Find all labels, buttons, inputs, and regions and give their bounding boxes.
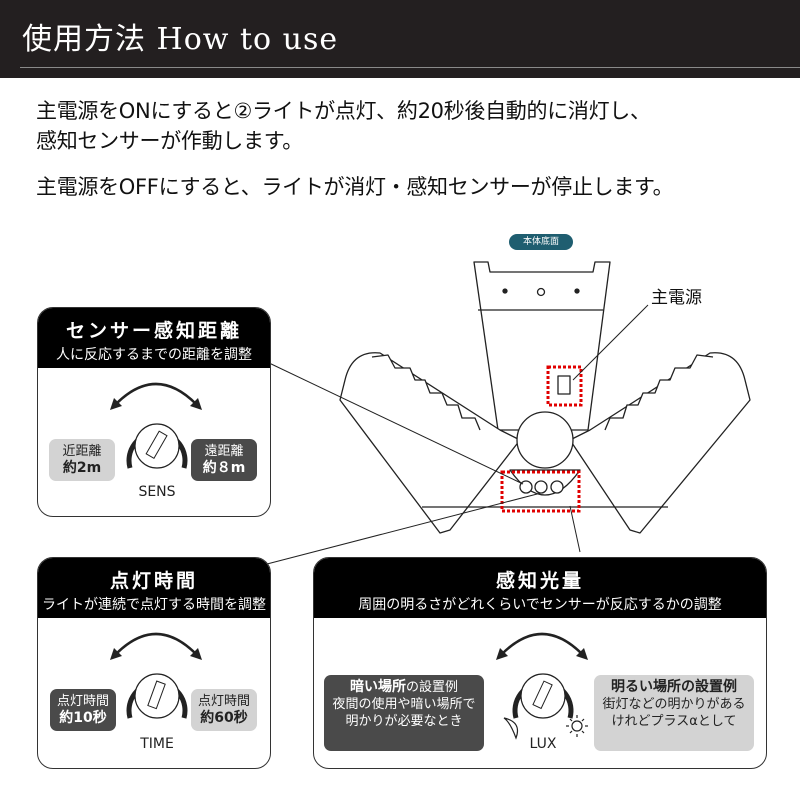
time-short-label: 点灯時間 <box>56 694 109 709</box>
lux-bright-line-2: けれどプラスαとして <box>611 714 737 729</box>
lux-dark-pill: 暗い場所の設置例 夜間の使用や暗い場所で 明かりが必要なとき <box>324 675 484 751</box>
lux-card-header: 感知光量 周囲の明るさがどれくらいでセンサーが反応するかの調整 <box>314 558 766 618</box>
sens-subtitle: 人に反応するまでの距離を調整 <box>56 347 252 363</box>
time-card-header: 点灯時間 ライトが連続で点灯する時間を調整 <box>38 558 270 618</box>
intro-paragraph-off: 主電源をOFFにすると、ライトが消灯・感知センサーが停止します。 <box>36 172 674 202</box>
sens-far-label: 遠距離 <box>204 444 244 459</box>
intro-line-1: 主電源をONにすると②ライトが点灯、約20秒後自動的に消灯し、 <box>36 99 651 123</box>
leader-sens <box>266 361 524 485</box>
sens-near-pill: 近距離 約2m <box>49 439 115 481</box>
sens-near-value: 約2m <box>62 460 102 476</box>
leader-power <box>572 304 649 381</box>
time-card: 点灯時間 ライトが連続で点灯する時間を調整 点灯時間 約10秒 点灯時間 約60… <box>37 557 271 769</box>
top-panel <box>473 261 611 431</box>
page-header: 使用方法 How to use <box>0 0 800 78</box>
header-divider <box>20 67 800 68</box>
time-long-value: 約60秒 <box>200 710 248 726</box>
lux-dark-line-1: 夜間の使用や暗い場所で <box>332 697 476 712</box>
lux-title: 感知光量 <box>495 570 584 592</box>
time-title: 点灯時間 <box>109 570 198 592</box>
lux-dial-icon[interactable] <box>314 558 766 768</box>
lux-card: 感知光量 周囲の明るさがどれくらいでセンサーが反応するかの調整 暗い場所の設置例… <box>313 557 767 769</box>
sens-near-label: 近距離 <box>62 444 102 459</box>
knobs-highlight <box>500 470 581 513</box>
lux-subtitle: 周囲の明るさがどれくらいでセンサーが反応するかの調整 <box>358 597 722 613</box>
lux-bright-heading: 明るい場所の設置例 <box>611 679 737 695</box>
sens-title: センサー感知距離 <box>65 320 242 342</box>
lux-dark-heading-bold: 暗い場所 <box>349 679 406 695</box>
page-title: 使用方法 How to use <box>22 22 339 57</box>
sens-far-pill: 遠距離 約８m <box>191 439 257 481</box>
intro-paragraph-on: 主電源をONにすると②ライトが点灯、約20秒後自動的に消灯し、 感知センサーが作… <box>36 96 651 156</box>
bottom-view-badge: 本体底面 <box>509 234 573 250</box>
sens-far-value: 約８m <box>202 460 246 476</box>
sens-dial-icon[interactable] <box>38 308 270 516</box>
lux-dial-label: LUX <box>529 736 557 752</box>
leader-lux <box>569 505 581 553</box>
sens-dial-label: SENS <box>138 484 176 500</box>
time-dial-label: TIME <box>140 736 174 752</box>
leader-time <box>266 492 542 565</box>
time-short-value: 約10秒 <box>59 710 107 726</box>
lux-dark-heading-rest: の設置例 <box>405 680 458 695</box>
lux-dark-line-2: 明かりが必要なとき <box>345 714 463 729</box>
sens-card: センサー感知距離 人に反応するまでの距離を調整 近距離 約2m 遠距離 約８m … <box>37 307 271 517</box>
moon-icon <box>503 717 519 740</box>
power-switch-highlight <box>546 365 583 407</box>
intro-line-2: 感知センサーが作動します。 <box>36 129 303 153</box>
time-subtitle: ライトが連続で点灯する時間を調整 <box>42 597 266 613</box>
time-long-label: 点灯時間 <box>197 694 250 709</box>
lux-dark-heading: 暗い場所の設置例 <box>324 679 484 696</box>
lux-bright-pill: 明るい場所の設置例 街灯などの明かりがある けれどプラスαとして <box>594 675 754 751</box>
sens-card-header: センサー感知距離 人に反応するまでの距離を調整 <box>38 308 270 368</box>
sun-icon <box>566 715 588 737</box>
time-dial-icon[interactable] <box>38 558 270 768</box>
intro-line-3: 主電源をOFFにすると、ライトが消灯・感知センサーが停止します。 <box>36 175 674 199</box>
lux-bright-line-1: 街灯などの明かりがある <box>602 697 746 712</box>
time-long-pill: 点灯時間 約60秒 <box>191 689 257 731</box>
time-short-pill: 点灯時間 約10秒 <box>50 689 116 731</box>
power-callout: 主電源 <box>651 288 702 308</box>
